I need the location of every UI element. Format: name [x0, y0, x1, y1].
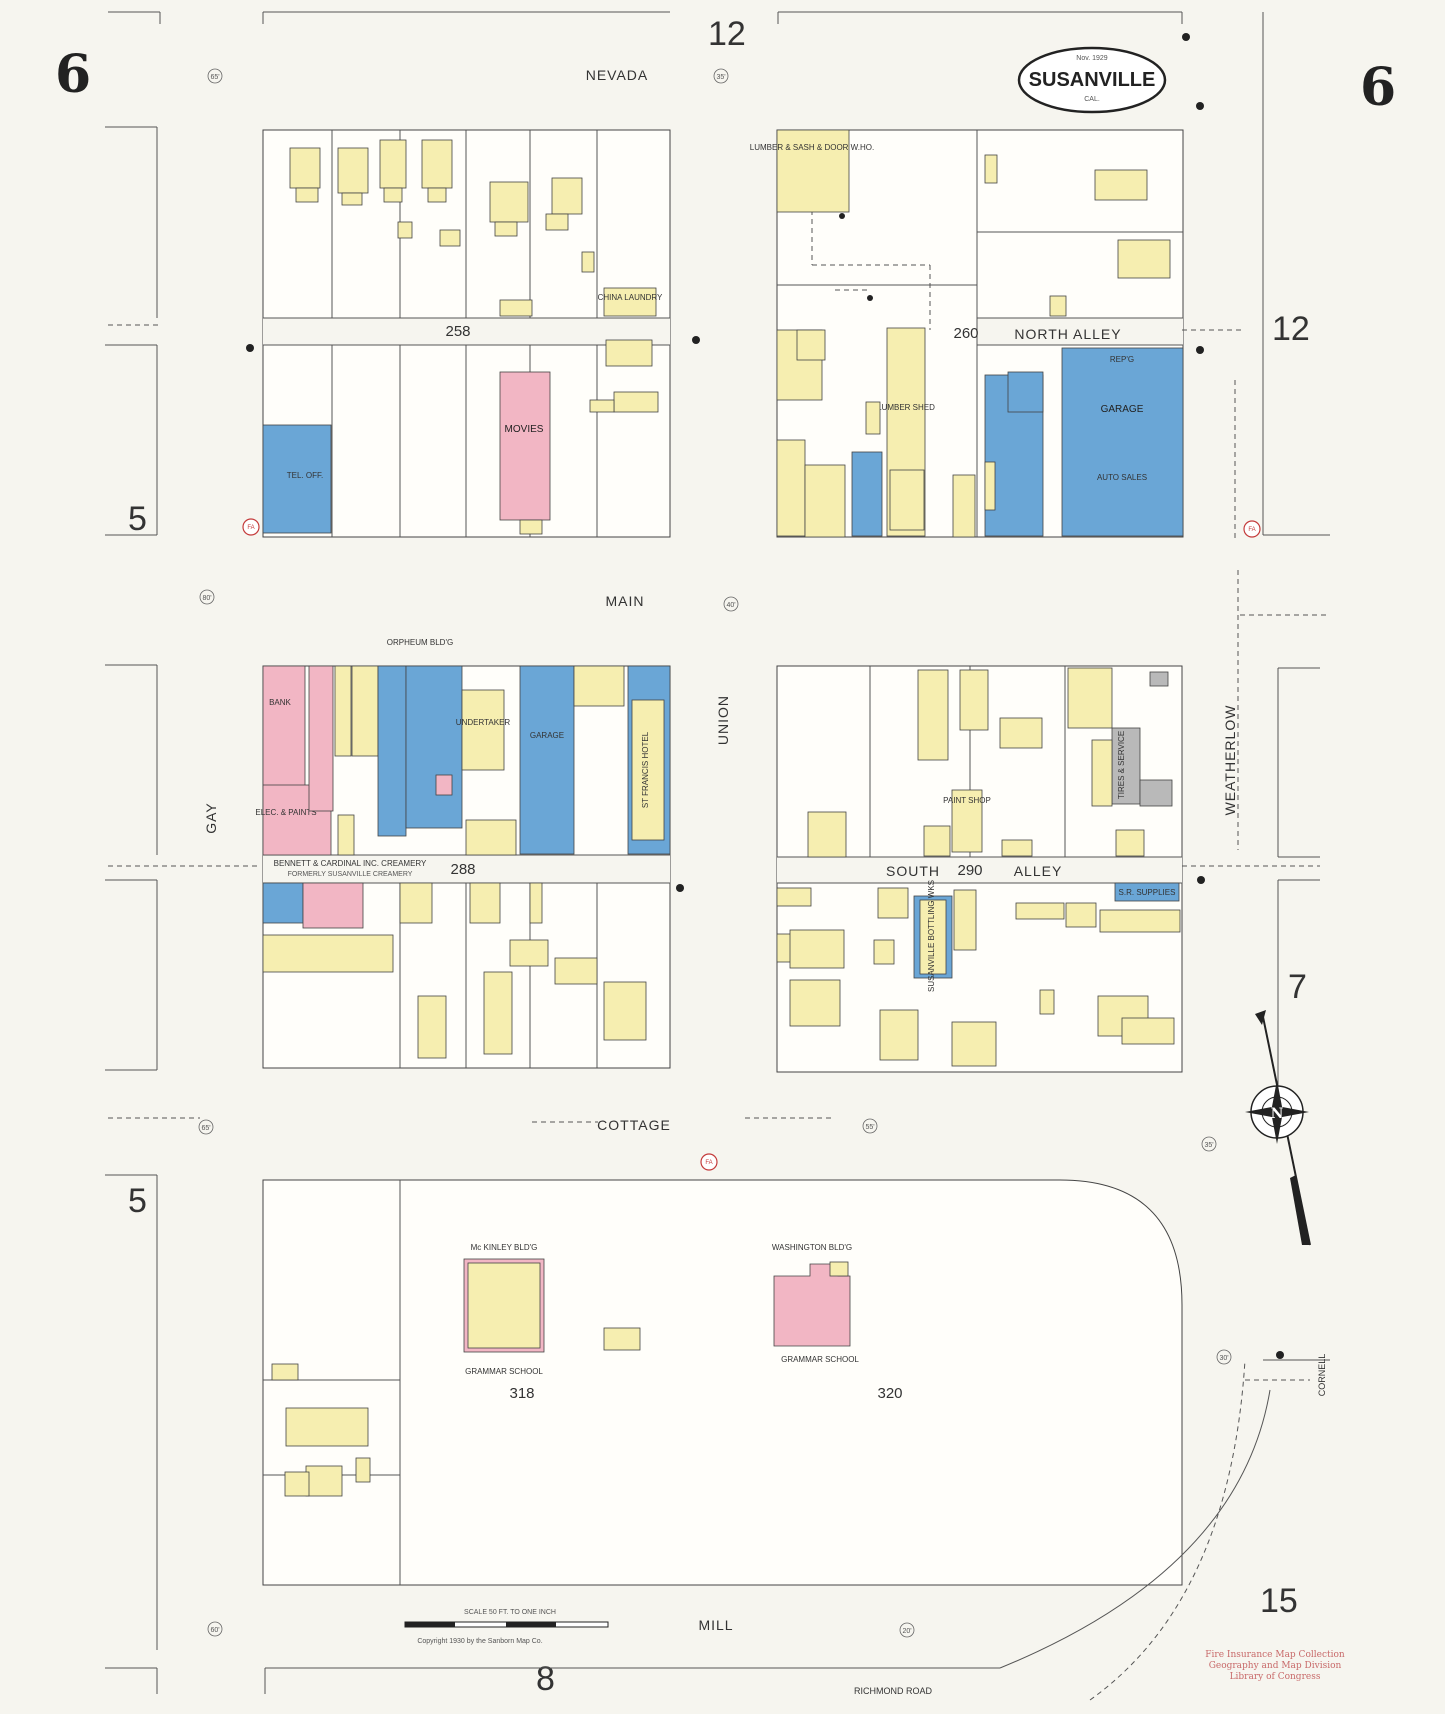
adjoin-right-lower: 15 — [1260, 1582, 1298, 1620]
width-mill-w: 60' — [210, 1627, 219, 1634]
richmond-road-label: RICHMOND ROAD — [854, 1686, 932, 1696]
scale-label: SCALE 50 FT. TO ONE INCH — [464, 1609, 556, 1616]
adjoin-right-upper: 12 — [1272, 310, 1310, 348]
block-260-number: 260 — [953, 325, 978, 342]
grammar-school-318-label: GRAMMAR SCHOOL — [465, 1367, 543, 1376]
credit-line-2: Geography and Map Division — [1209, 1661, 1342, 1671]
north-arrow-compass-icon: N — [1245, 1010, 1311, 1246]
copyright-label: Copyright 1930 by the Sanborn Map Co. — [417, 1638, 542, 1645]
fire-alarm-markers: FA FA FA — [242, 518, 1261, 1171]
hydrant-dots — [246, 33, 1284, 1359]
title-cartouche: Nov. 1929 SUSANVILLE CAL. — [1017, 46, 1167, 114]
cartouche-state: CAL. — [1084, 96, 1100, 103]
paint-shop-label: PAINT SHOP — [943, 796, 991, 805]
richmond-road-edge — [999, 1389, 1271, 1669]
block-258: CHINA LAUNDRY TEL. OFF. MOVIES 258 — [262, 129, 671, 538]
alley-label: ALLEY — [1014, 863, 1063, 879]
gay-street-label: GAY — [203, 802, 219, 834]
block-288-number: 288 — [450, 861, 475, 878]
weatherlow-street-label: WEATHERLOW — [1222, 705, 1238, 816]
adjoin-bottom: 8 — [536, 1660, 555, 1698]
block-320-number: 320 — [877, 1385, 902, 1402]
page-number-right: 6 — [1360, 57, 1396, 118]
width-nevada-w: 65' — [210, 74, 219, 81]
north-alley-label: NORTH ALLEY — [1014, 326, 1121, 342]
orpheum-label: ORPHEUM BLD'G — [387, 638, 453, 647]
cottage-street-label: COTTAGE — [597, 1117, 671, 1133]
cartouche-date: Nov. 1929 — [1076, 55, 1107, 62]
credit-line-3: Library of Congress — [1230, 1672, 1321, 1682]
sr-supplies-label: S.R. SUPPLIES — [1119, 888, 1176, 897]
mill-street-label: MILL — [698, 1617, 733, 1633]
repairs-label-n: REP'G — [1110, 355, 1134, 364]
union-street-label: UNION — [715, 695, 731, 745]
width-mill-e: 20' — [902, 1628, 911, 1635]
block-288: BANK ELEC. & PAINTS UNDERTAKER GARAGE ST… — [255, 638, 671, 1069]
page-number-left: 6 — [55, 44, 91, 105]
cornell-street-label: CORNELL — [1317, 1354, 1327, 1397]
school-block: Mc KINLEY BLD'G GRAMMAR SCHOOL WASHINGTO… — [262, 1179, 1183, 1586]
cartouche-city: SUSANVILLE — [1029, 69, 1156, 91]
width-main-w: 80' — [202, 595, 211, 602]
st-francis-label: ST FRANCIS HOTEL — [641, 731, 650, 808]
south-alley-label: SOUTH — [886, 863, 940, 879]
grammar-school-320-label: GRAMMAR SCHOOL — [781, 1355, 859, 1364]
width-cottage-e: 55' — [865, 1124, 874, 1131]
width-cottage-far: 35' — [1204, 1142, 1213, 1149]
width-nevada-e: 35' — [716, 74, 725, 81]
bennett-label: BENNETT & CARDINAL INC. CREAMERY — [274, 859, 427, 868]
loc-credit-stamp: Fire Insurance Map Collection Geography … — [1205, 1650, 1345, 1682]
dashed-water-main — [1089, 1359, 1246, 1701]
width-cornell: 30' — [1219, 1355, 1228, 1362]
lumber-shed-label: LUMBER SHED — [877, 403, 935, 412]
street-width-markers: 65' 35' 80' 40' 65' 55' 35' 60' 20' 30' — [198, 68, 1232, 1638]
fire-alarm-3: FA — [705, 1160, 712, 1166]
credit-line-1: Fire Insurance Map Collection — [1205, 1650, 1345, 1660]
formerly-label: FORMERLY SUSANVILLE CREAMERY — [288, 871, 413, 878]
washington-label: WASHINGTON BLD'G — [772, 1243, 852, 1252]
elec-paints-label: ELEC. & PAINTS — [255, 808, 316, 817]
width-main-e: 40' — [726, 602, 735, 609]
fire-alarm-1: FA — [247, 525, 254, 531]
width-cottage-w: 65' — [201, 1125, 210, 1132]
bank-label: BANK — [269, 698, 291, 707]
auto-sales-label: AUTO SALES — [1097, 473, 1147, 482]
block-290: PAINT SHOP TIRES & SERVICE SUSANVILLE BO… — [776, 665, 1183, 1073]
bottling-label: SUSANVILLE BOTTLING WKS — [927, 880, 936, 992]
telephone-office-label: TEL. OFF. — [287, 471, 323, 480]
compass-letter: N — [1271, 1106, 1284, 1122]
adjoin-right-middle: 7 — [1288, 968, 1307, 1006]
tires-service-label: TIRES & SERVICE — [1117, 731, 1126, 799]
nevada-street-label: NEVADA — [586, 67, 649, 83]
garage-north-label: GARAGE — [1101, 404, 1144, 415]
adjoin-left-upper: 5 — [128, 500, 147, 538]
fire-alarm-2: FA — [1248, 527, 1255, 533]
lumber-label: LUMBER & SASH & DOOR W.HO. — [750, 143, 874, 152]
scale-bar: SCALE 50 FT. TO ONE INCH Copyright 1930 … — [404, 1609, 609, 1645]
main-street-label: MAIN — [606, 593, 645, 609]
adjoin-top: 12 — [708, 15, 746, 53]
garage-south-label: GARAGE — [530, 731, 564, 740]
block-318-number: 318 — [509, 1385, 534, 1402]
movies-label: MOVIES — [505, 424, 544, 435]
mckinley-label: Mc KINLEY BLD'G — [471, 1243, 538, 1252]
sheet-edge-lines — [105, 11, 1330, 1694]
adjoin-left-lower: 5 — [128, 1182, 147, 1220]
undertaker-label: UNDERTAKER — [456, 718, 511, 727]
block-290-number: 290 — [957, 862, 982, 879]
block-258-number: 258 — [445, 323, 470, 340]
block-260: LUMBER & SASH & DOOR W.HO. LUMBER SHED G… — [750, 129, 1184, 538]
china-laundry-label: CHINA LAUNDRY — [598, 293, 663, 302]
